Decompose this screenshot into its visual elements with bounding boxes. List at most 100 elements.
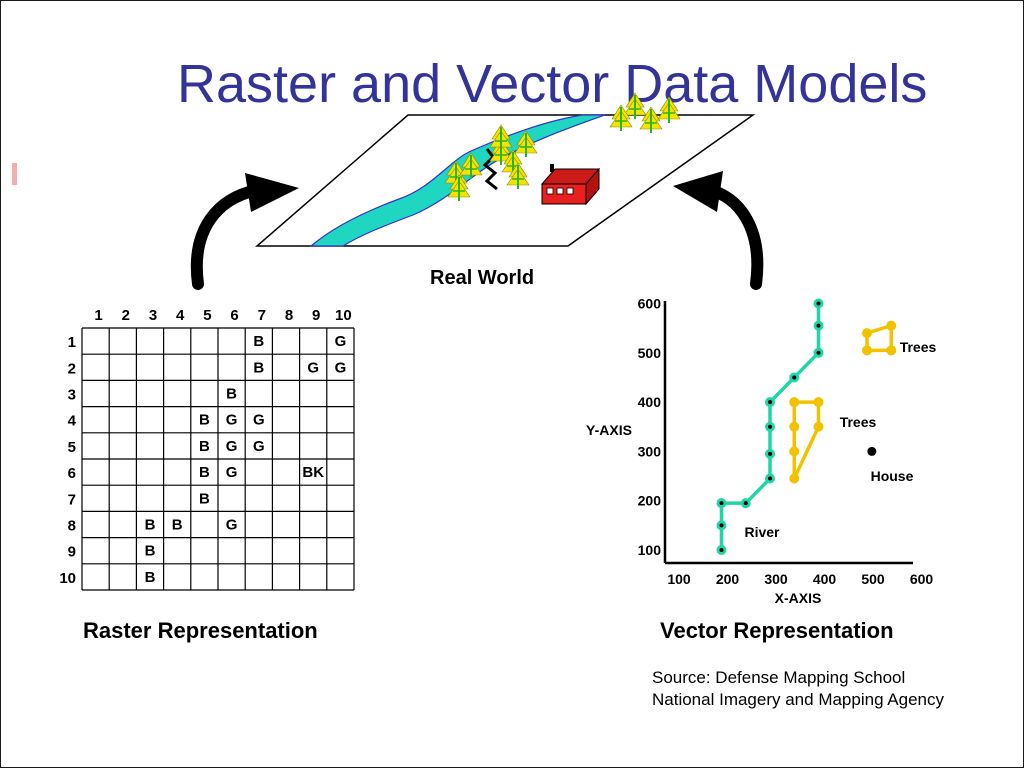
x-tick-label: 500 — [861, 571, 885, 587]
tree-icon — [657, 96, 681, 123]
raster-cell-value: B — [253, 333, 264, 350]
x-tick-label: 300 — [764, 571, 788, 587]
raster-cell-value: B — [199, 412, 210, 429]
x-tick-label: 400 — [813, 571, 837, 587]
trees-polygon-small — [865, 323, 893, 353]
river-vertex-dot — [792, 375, 797, 380]
real-world-house — [540, 164, 601, 206]
tree-icon — [459, 152, 483, 179]
river-vertex-dot — [768, 451, 772, 456]
trees-polygon-large — [792, 400, 821, 481]
row-label: 6 — [68, 465, 76, 482]
real-world-illustration — [254, 92, 756, 247]
y-tick-label: 600 — [638, 296, 662, 312]
tree-icon — [447, 174, 471, 201]
x-tick-label: 100 — [667, 571, 691, 587]
y-tick-label: 200 — [638, 493, 662, 509]
source-line-1: Source: Defense Mapping School — [652, 668, 906, 687]
tree-icon — [623, 92, 647, 119]
row-label: 5 — [68, 439, 76, 456]
raster-cell-value: B — [199, 490, 210, 507]
river-vertex-dot — [743, 501, 748, 506]
trees-vertex — [789, 421, 800, 432]
row-label: 4 — [68, 413, 77, 430]
column-label: 2 — [122, 307, 130, 324]
trees-vertex — [886, 320, 897, 331]
river-vertex-dot — [816, 350, 821, 355]
raster-cell-value: G — [253, 412, 265, 429]
raster-cell-value: G — [335, 359, 347, 376]
trees-vertex — [862, 345, 872, 356]
column-label: 10 — [335, 307, 352, 324]
raster-cell-value: G — [226, 464, 238, 481]
trees-vertex — [862, 328, 872, 339]
real-world-riverbank — [482, 148, 498, 191]
right-curved-arrow — [673, 171, 764, 290]
trees-label-large: Trees — [840, 414, 877, 430]
raster-cell-value: B — [145, 543, 156, 560]
raster-cell-value: G — [226, 517, 238, 534]
raster-cell-value: G — [226, 438, 238, 455]
raster-cell-value: BK — [302, 464, 324, 481]
raster-cell-value: B — [145, 569, 156, 586]
river-vertex-dot — [816, 323, 821, 328]
column-label: 6 — [230, 307, 238, 324]
raster-cell-value: G — [253, 438, 265, 455]
row-label: 2 — [68, 360, 76, 377]
column-label: 5 — [203, 307, 211, 324]
column-label: 9 — [312, 307, 320, 324]
trees-vertex — [886, 345, 897, 356]
river-vertex-dot — [719, 523, 724, 528]
y-tick-label: 300 — [638, 443, 662, 459]
river-vertex-dot — [768, 424, 772, 429]
river-vertex-dot — [768, 400, 772, 405]
source-line-2: National Imagery and Mapping Agency — [652, 690, 945, 709]
x-axis-label: X-AXIS — [775, 590, 822, 606]
y-tick-label: 400 — [638, 394, 662, 410]
vector-caption: Vector Representation — [660, 618, 894, 643]
row-label: 10 — [59, 570, 76, 587]
row-label: 3 — [68, 387, 76, 404]
real-world-label: Real World — [430, 267, 535, 289]
raster-cell-value: B — [199, 438, 210, 455]
raster-cell-value: B — [145, 517, 156, 534]
real-world-trees — [444, 92, 681, 201]
house-label: House — [871, 468, 914, 484]
y-axis-label: Y-AXIS — [586, 422, 632, 438]
row-label: 7 — [68, 491, 76, 508]
column-label: 8 — [285, 307, 293, 324]
raster-cell-value: G — [335, 333, 347, 350]
trees-vertex — [813, 421, 824, 432]
column-label: 4 — [176, 307, 185, 324]
tree-icon — [609, 104, 633, 131]
raster-cell-value: G — [226, 412, 238, 429]
river-label: River — [744, 524, 780, 540]
trees-label-small: Trees — [900, 339, 937, 355]
row-label: 8 — [68, 518, 76, 535]
slide-edge-mark — [12, 163, 17, 185]
raster-caption: Raster Representation — [83, 618, 318, 643]
tree-icon — [489, 124, 513, 151]
river-vertex-dot — [719, 501, 724, 506]
row-label: 9 — [68, 544, 76, 561]
tree-icon — [639, 106, 663, 133]
raster-cell-value: B — [226, 386, 237, 403]
house-point — [867, 446, 877, 456]
tree-icon — [514, 130, 538, 157]
row-label: 1 — [68, 334, 76, 351]
y-tick-label: 500 — [638, 345, 662, 361]
river-vertex-dot — [816, 301, 821, 306]
x-tick-label: 200 — [716, 571, 740, 587]
tree-icon — [506, 162, 530, 189]
column-label: 3 — [149, 307, 157, 324]
trees-vertex — [813, 397, 824, 408]
trees-vertex — [789, 473, 800, 484]
raster-cell-value: B — [253, 359, 264, 376]
river-vertex-dot — [768, 476, 772, 481]
raster-cell-value: G — [307, 359, 319, 376]
source-note: Source: Defense Mapping School National … — [652, 667, 944, 711]
